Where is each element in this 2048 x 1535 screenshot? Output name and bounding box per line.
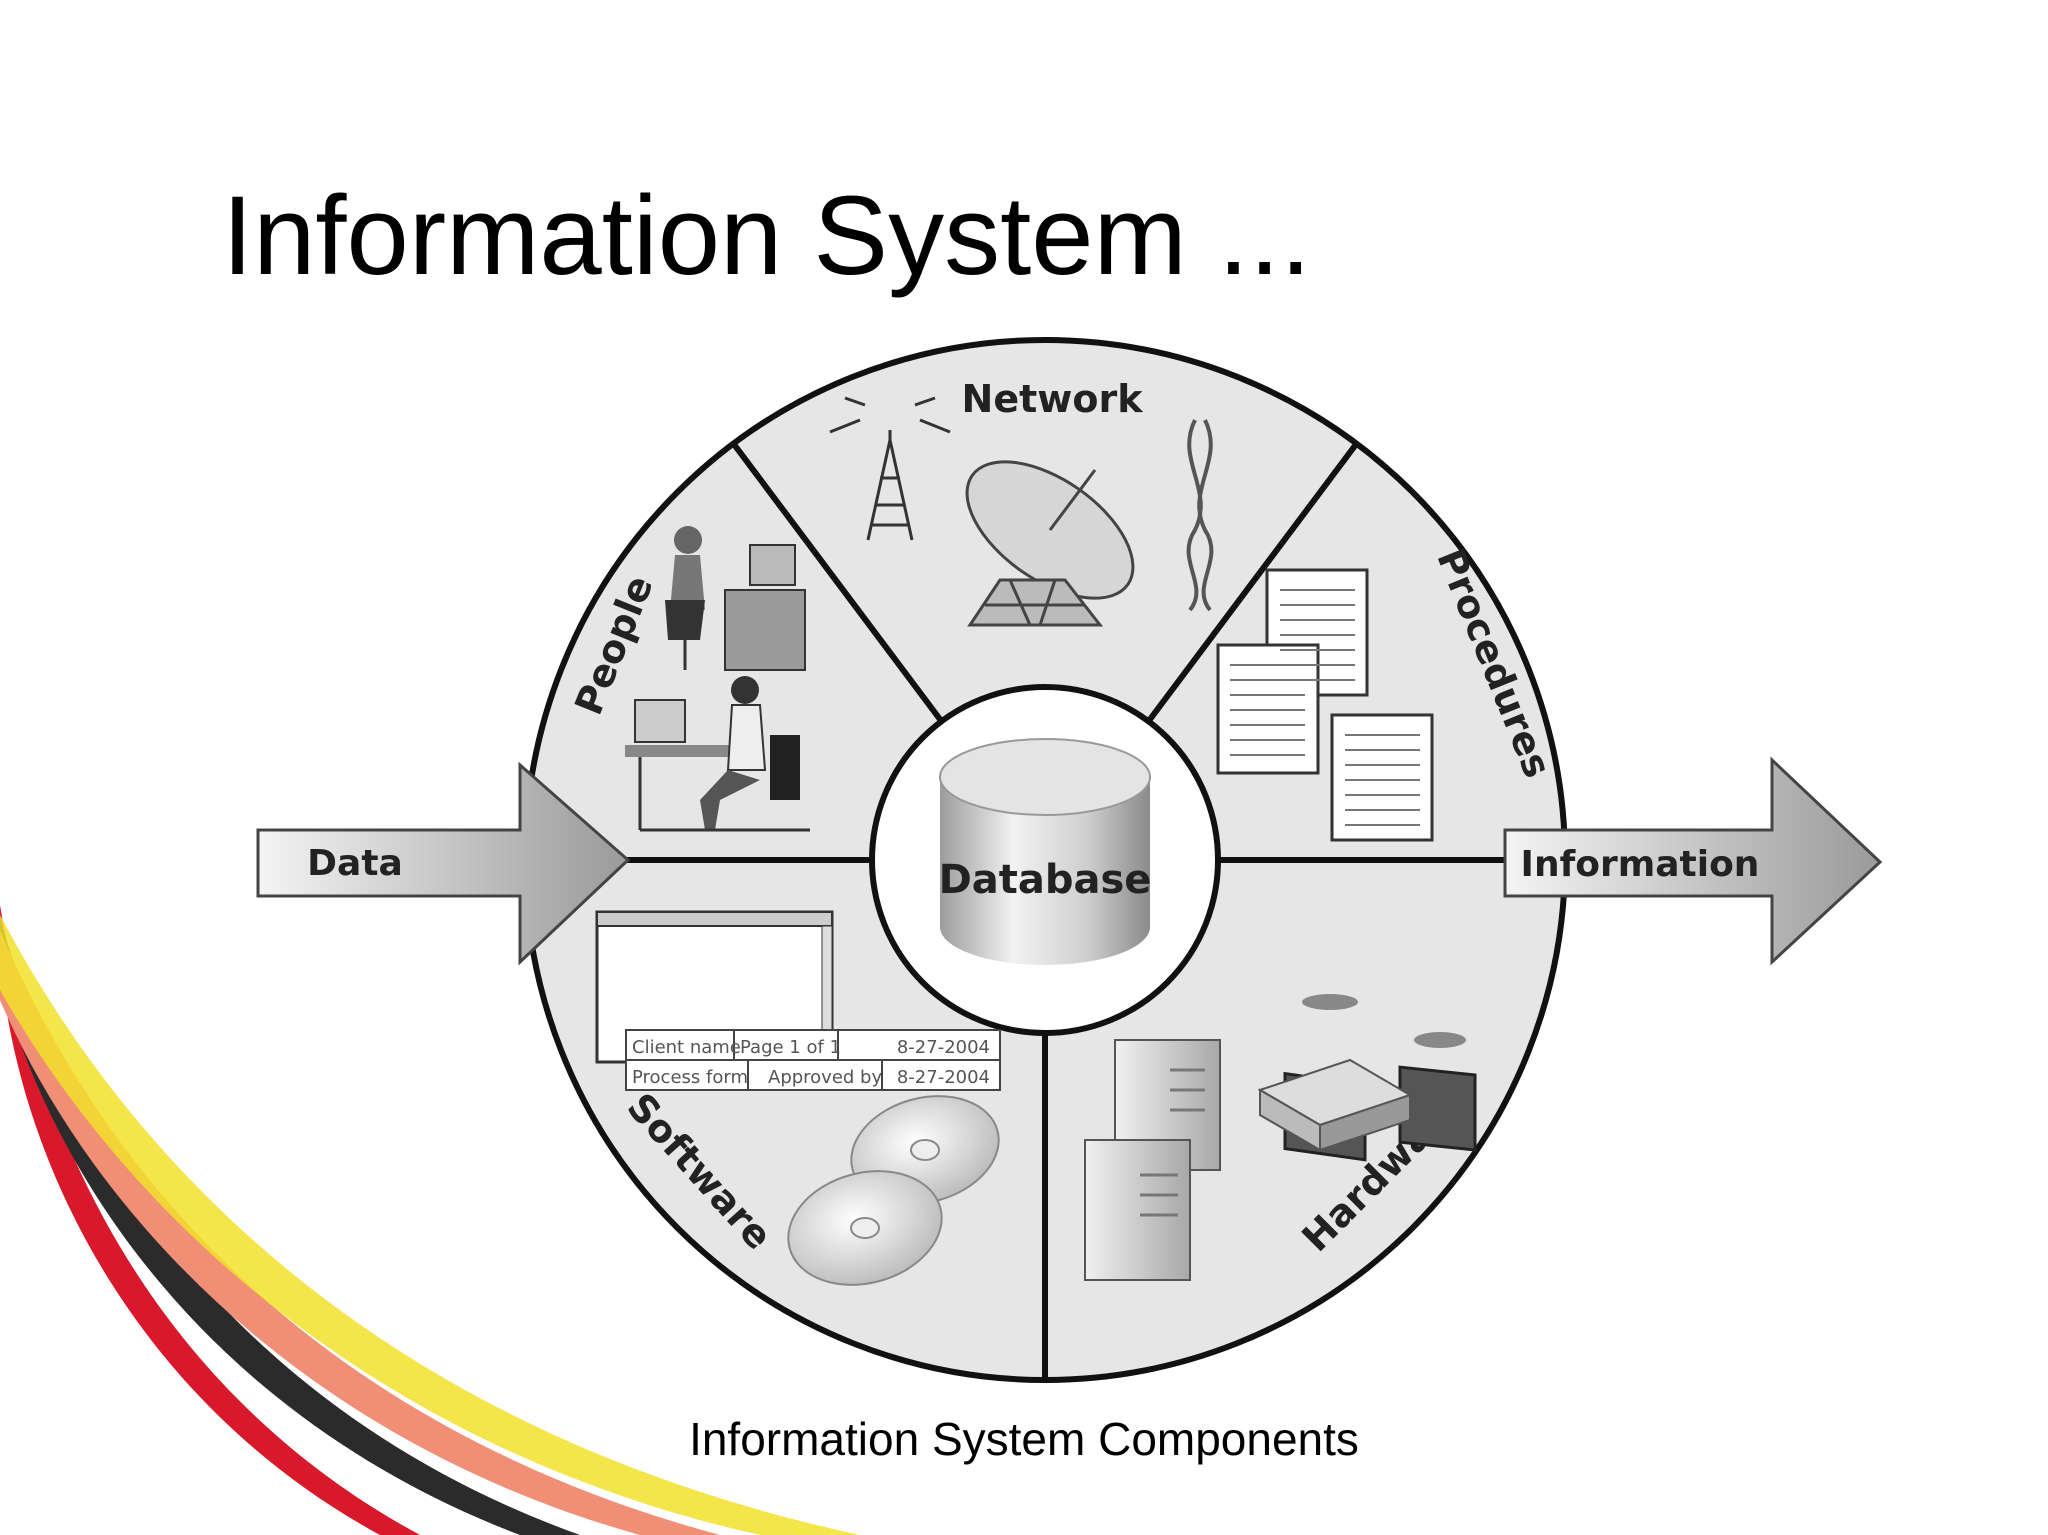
form-cell: 8-27-2004: [897, 1037, 990, 1058]
form-cell: Process form: [632, 1067, 748, 1088]
figure-caption: Information System Components: [689, 1413, 1359, 1465]
form-cell: Approved by: [768, 1067, 882, 1088]
server-tower-icon: [1084, 1039, 1221, 1281]
input-label: Data: [307, 843, 403, 884]
cable-icon: [1186, 419, 1214, 612]
drive-box-icon: [1257, 1058, 1413, 1152]
output-label: Information: [1521, 844, 1760, 885]
segment-label-network: Network: [962, 377, 1144, 421]
form-table: Client name Page 1 of 1 8-27-2004 Proces…: [625, 1029, 1001, 1091]
people-at-desk-icon: [625, 526, 810, 832]
database-icon: [939, 738, 1151, 965]
slide-title: Information System ...: [222, 173, 1312, 298]
satellite-dish-icon: [965, 460, 1135, 627]
cd-discs-icon: [787, 1095, 1000, 1286]
center-label: Database: [939, 857, 1152, 903]
form-cell: Page 1 of 1: [740, 1037, 841, 1058]
decorative-swoosh: [0, 905, 860, 1535]
form-cell: Client name: [632, 1037, 741, 1058]
documents-icon: [1216, 568, 1434, 842]
form-cell: 8-27-2004: [897, 1067, 990, 1088]
data-input-arrow: [256, 761, 631, 966]
information-output-arrow: [1503, 756, 1883, 966]
radio-tower-icon: [829, 396, 951, 541]
